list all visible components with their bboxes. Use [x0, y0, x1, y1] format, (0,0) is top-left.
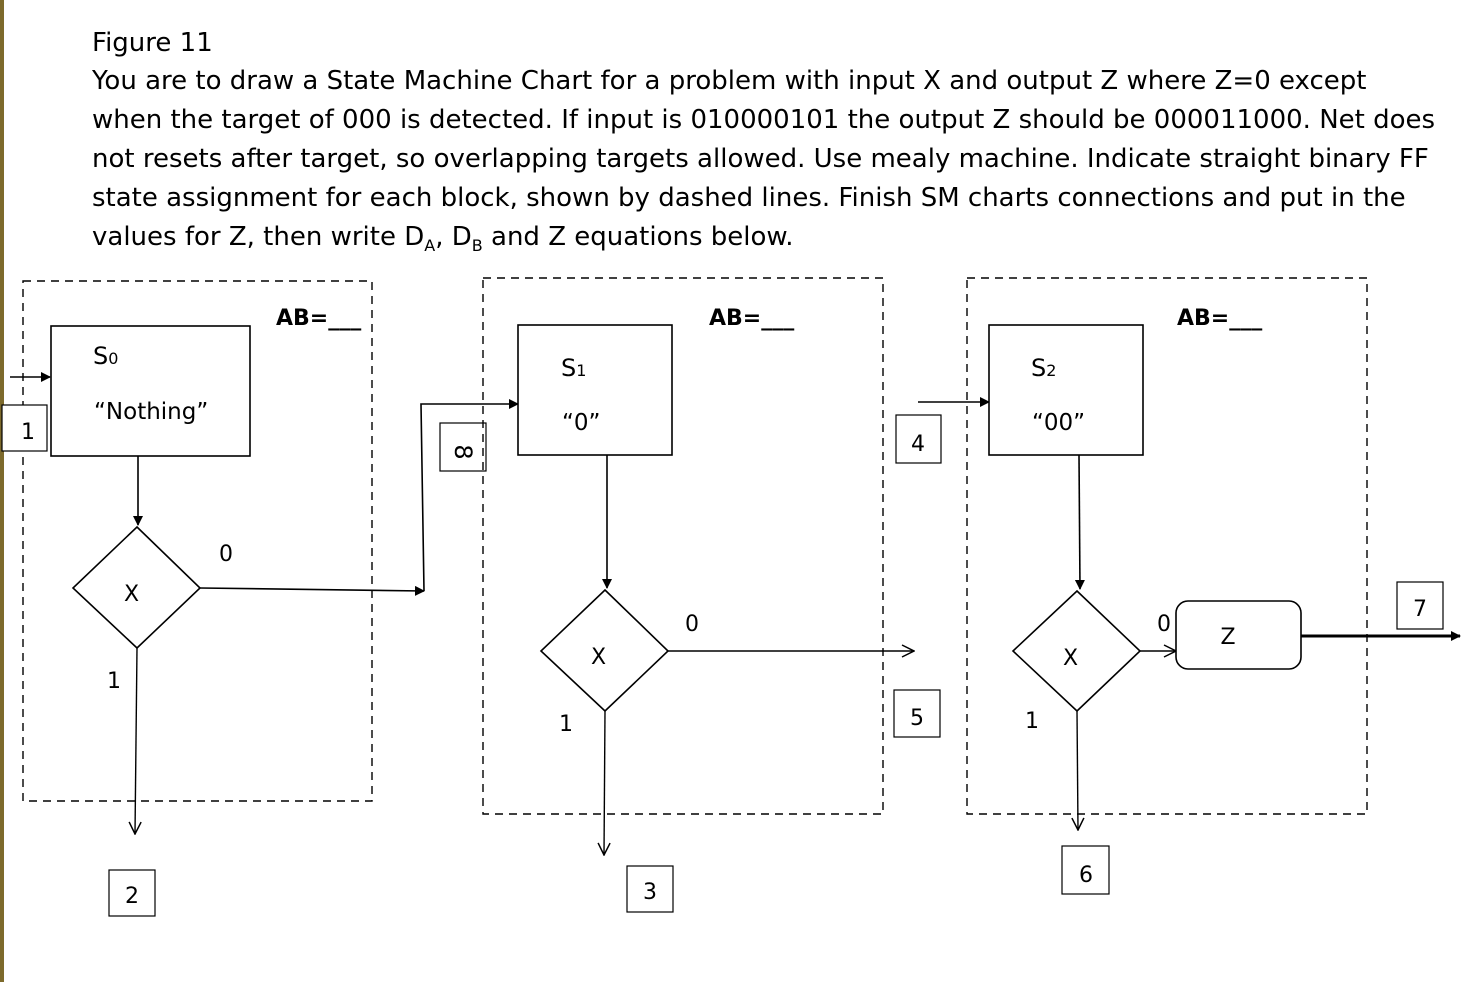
dashed-block-s0: [22, 280, 373, 802]
subscript-b: B: [471, 236, 483, 256]
ab-label-s1: AB=___: [709, 306, 794, 331]
connection-label-2: 2: [125, 884, 139, 909]
s2-to-decision-line: [1074, 454, 1085, 590]
branch-one-s0: 1: [107, 669, 121, 694]
statement-line-5-mid: , D: [435, 222, 472, 252]
decision-var-s2: X: [1063, 646, 1078, 671]
connection-box-5: [893, 689, 941, 738]
state-output-s0: “Nothing”: [94, 399, 208, 425]
connection-label-4: 4: [911, 432, 925, 457]
connection-box-2: [108, 869, 156, 917]
figure-title: Figure 11: [92, 28, 213, 58]
branch-zero-s0: 0: [219, 542, 233, 567]
decision-var-s1: X: [591, 645, 606, 670]
s1-one-branch-line: [604, 710, 605, 855]
state-name-s2: S2: [1031, 354, 1056, 382]
connection-label-7: 7: [1413, 597, 1427, 622]
statement-line-5-end: and Z equations below.: [482, 222, 794, 252]
statement-line-2: when the target of 000 is detected. If i…: [92, 105, 1436, 135]
branch-zero-s1: 0: [685, 612, 699, 637]
state-box-s2: [988, 324, 1144, 456]
statement-line-3: not resets after target, so overlapping …: [92, 144, 1429, 174]
branch-one-s2: 1: [1025, 709, 1039, 734]
branch-one-s1: 1: [559, 712, 573, 737]
conditional-output-box-z: [1175, 600, 1302, 670]
connection-box-6: [1061, 845, 1110, 895]
statement-line-4: state assignment for each block, shown b…: [92, 183, 1406, 213]
figure-header: Figure 11 You are to draw a State Machin…: [92, 24, 1452, 265]
connection-label-8: 8: [449, 444, 477, 459]
state-box-s1: [517, 324, 673, 456]
state-name-s0: S0: [93, 342, 118, 370]
dashed-block-s1: [482, 277, 884, 815]
problem-statement: You are to draw a State Machine Chart fo…: [92, 62, 1452, 265]
connection-label-5: 5: [910, 706, 924, 731]
dashed-block-s2: [966, 277, 1368, 815]
ab-label-s0: AB=___: [276, 306, 361, 331]
s0-one-branch-line: [135, 647, 137, 834]
connection-label-1: 1: [21, 420, 35, 445]
connector-to-s1: [420, 399, 519, 592]
state-output-s1: “0”: [562, 410, 600, 436]
connection-box-3: [626, 865, 674, 913]
conditional-output-label-z: Z: [1220, 625, 1235, 650]
connection-box-4: [895, 414, 942, 464]
connection-label-3: 3: [643, 880, 657, 905]
ab-label-s2: AB=___: [1177, 306, 1262, 331]
left-rule: [0, 0, 4, 982]
branch-zero-s2: 0: [1157, 612, 1171, 637]
connection-box-7: [1396, 581, 1444, 630]
connection-box-1: [1, 404, 48, 452]
statement-line-1: You are to draw a State Machine Chart fo…: [92, 66, 1367, 96]
connection-label-6: 6: [1079, 863, 1093, 888]
state-name-s1: S1: [561, 354, 586, 382]
state-output-s2: “00”: [1032, 410, 1085, 436]
state-box-s0: [50, 325, 251, 457]
statement-line-5-start: values for Z, then write D: [92, 222, 425, 252]
s0-zero-branch-line: [199, 585, 425, 596]
connection-box-8: [439, 422, 487, 472]
decision-var-s0: X: [124, 582, 139, 607]
subscript-a: A: [424, 236, 436, 256]
s2-one-branch-line: [1077, 710, 1078, 830]
